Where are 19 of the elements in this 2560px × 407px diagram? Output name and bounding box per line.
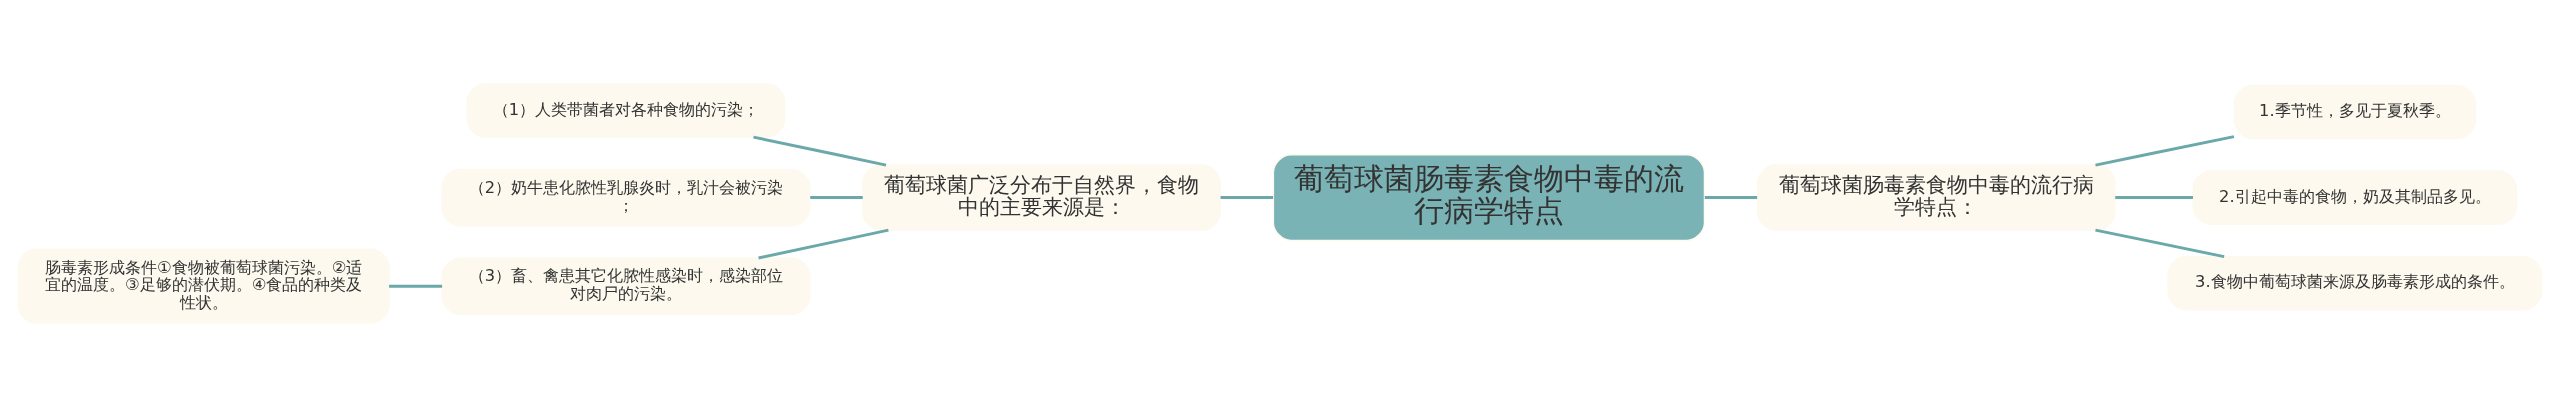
node-box: （3）畜、禽患其它化脓性感染时，感染部位对肉尸的污染。	[441, 257, 811, 315]
node-box: 2.引起中毒的食物，奶及其制品多见。	[2192, 170, 2518, 225]
connector	[810, 196, 863, 200]
connector	[2095, 135, 2235, 167]
node-box: （1）人类带菌者对各种食物的污染；	[466, 83, 786, 138]
connector	[1704, 196, 1758, 200]
node-box: 葡萄球菌广泛分布于自然界，食物中的主要来源是：	[862, 164, 1221, 231]
node-box: （2）奶牛患化脓性乳腺炎时，乳汁会被污染；	[441, 168, 811, 227]
connector	[389, 284, 443, 288]
connector	[753, 135, 887, 167]
node-box: 1.季节性，多见于夏秋季。	[2233, 84, 2476, 140]
connector	[758, 228, 889, 260]
connector	[2115, 196, 2193, 200]
node-box: 肠毒素形成条件①食物被葡萄球菌污染。②适宜的温度。③足够的潜伏期。④食品的种类及性状。	[17, 248, 390, 324]
node-box: 葡萄球菌肠毒素食物中毒的流行病学特点：	[1756, 164, 2116, 231]
node-box: 3.食物中葡萄球菌来源及肠毒素形成的条件。	[2167, 255, 2543, 311]
connector	[2095, 228, 2225, 259]
connector	[1220, 196, 1274, 200]
node-box: 葡萄球菌肠毒素食物中毒的流行病学特点	[1272, 154, 1706, 242]
